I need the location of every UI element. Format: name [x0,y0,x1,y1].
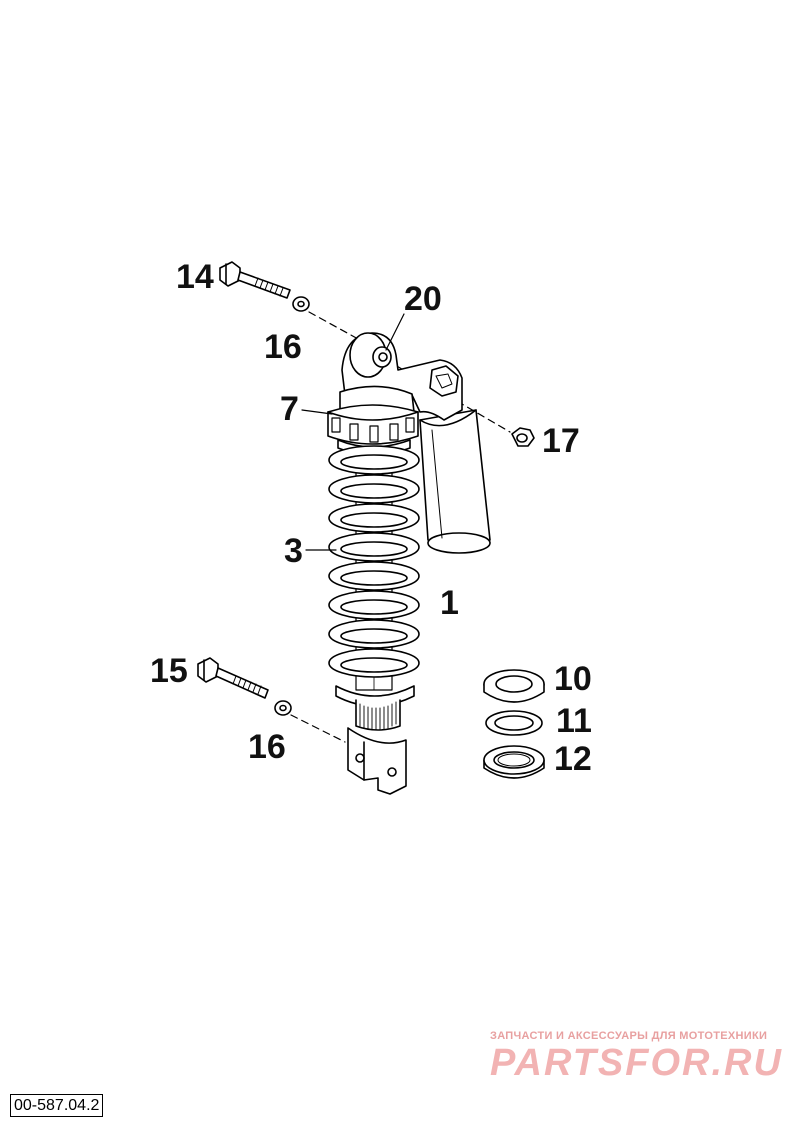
spring-coil-inner [340,657,408,673]
preload-collar-7-part [327,385,419,456]
drawing-code-label: 00-587.04.2 [10,1094,104,1118]
spring-coil-inner [340,599,408,615]
upper-mount-eye-part [341,332,463,421]
callout-17: 17 [542,422,580,460]
callout-10: 10 [554,660,592,698]
callout-16-bottom: 16 [248,728,286,766]
lower-clevis-part [335,685,415,795]
spring-coil-inner [340,541,408,557]
coil-spring-3-part [328,445,420,691]
nut-17-part [511,427,535,447]
callout-3: 3 [284,532,303,570]
watermark-tagline: ЗАПЧАСТИ И АКСЕССУАРЫ ДЛЯ МОТОТЕХНИКИ [490,1030,768,1042]
leader-lines [301,313,405,551]
spring-coil-inner [340,628,408,644]
washer-16-bottom-part [274,700,292,716]
spring-coil-inner [340,570,408,586]
callout-1: 1 [440,584,459,622]
callout-7: 7 [280,390,299,428]
spring-coil-inner [340,512,408,528]
spring-seat-12-part [483,745,545,779]
callout-16-top: 16 [264,328,302,366]
mounting-axis-bottom [290,714,346,743]
callout-11: 11 [556,702,592,740]
bolt-14-part [219,261,291,299]
spring-coil-inner [340,454,408,470]
reservoir-canister-part [419,409,491,554]
spring-seat-10-part [483,669,545,703]
callout-15: 15 [150,652,188,690]
callout-20: 20 [404,280,442,318]
callout-12: 12 [554,740,592,778]
spring-coil-inner [340,483,408,499]
watermark-logo: PARTSFOR.RU [490,1042,783,1084]
callout-14: 14 [176,258,214,296]
washer-11-part [485,710,543,736]
bolt-15-part [197,657,269,699]
washer-16-top-part [292,296,310,312]
